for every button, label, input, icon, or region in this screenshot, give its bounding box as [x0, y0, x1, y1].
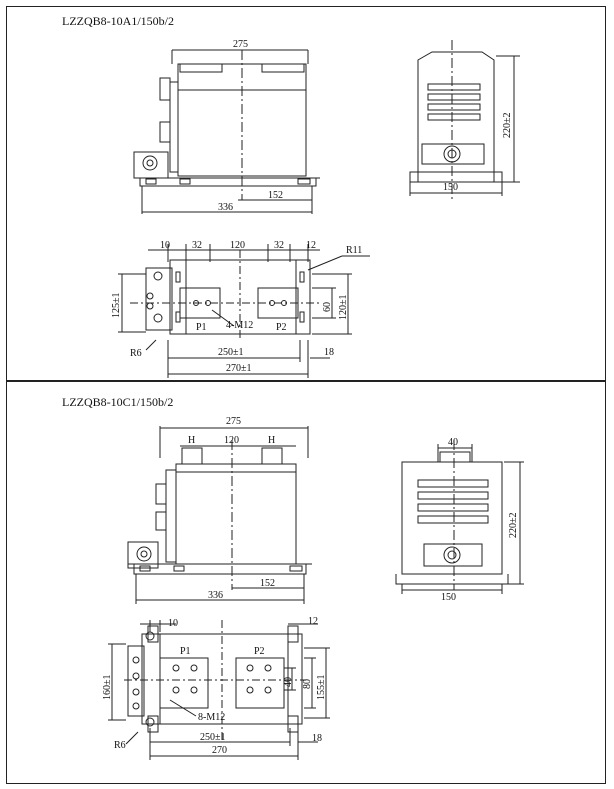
dim-c-side-width: 150 [441, 592, 456, 603]
dim-a-plan-12: 12 [306, 240, 316, 251]
terminal-c-p2: P2 [254, 646, 265, 657]
bolts-c: 8-M12 [198, 712, 225, 723]
dim-a-plan-32a: 32 [192, 240, 202, 251]
dim-a-side-width: 150 [443, 182, 458, 193]
dim-c-plan-r6: R6 [114, 740, 126, 751]
dim-c-plan-18: 18 [312, 733, 322, 744]
dim-c-plan-12: 12 [308, 616, 318, 627]
dim-c-side-height: 220±2 [508, 513, 519, 539]
dim-c-plan-160: 160±1 [102, 675, 113, 701]
dim-c-plan-250: 250±1 [200, 732, 226, 743]
dim-c-front-offset: 152 [260, 578, 275, 589]
dim-a-plan-18: 18 [324, 347, 334, 358]
front-view-a: 275 152 336 [133, 39, 320, 214]
side-view-c: 40 220±2 150 [395, 437, 524, 603]
dim-a-plan-125: 125±1 [111, 293, 122, 319]
dim-c-plan-40: 40 [283, 677, 294, 687]
dim-a-plan-120: 120 [230, 240, 245, 251]
dim-a-plan-r11: R11 [346, 245, 362, 256]
side-view-a: 220±2 150 [409, 40, 520, 200]
dim-a-side-height: 220±2 [502, 113, 513, 139]
dim-c-front-h2: H [268, 435, 275, 446]
dim-a-front-length: 336 [218, 202, 233, 213]
terminal-c-p1: P1 [180, 646, 191, 657]
dim-c-front-h1: H [188, 435, 195, 446]
dim-a-plan-60: 60 [322, 302, 333, 312]
plan-view-a: 10 32 120 32 12 R11 125±1 60 120±1 P1 P2… [111, 240, 370, 378]
model-title-a: LZZQB8-10A1/150b/2 [62, 14, 174, 28]
dim-a-plan-32b: 32 [274, 240, 284, 251]
dim-a-plan-250: 250±1 [218, 347, 244, 358]
dim-c-plan-155: 155±1 [316, 675, 327, 701]
plan-view-c: 10 12 P1 P2 160±1 40 80 155±1 8-M12 R6 2… [102, 616, 330, 760]
dim-a-plan-120v: 120±1 [338, 295, 349, 321]
bolts-a: 4-M12 [226, 320, 253, 331]
model-title-c: LZZQB8-10C1/150b/2 [62, 395, 173, 409]
dim-a-plan-10: 10 [160, 240, 170, 251]
dim-a-front-offset: 152 [268, 190, 283, 201]
terminal-a-p1: P1 [196, 322, 207, 333]
dim-c-plan-10: 10 [168, 618, 178, 629]
dim-a-plan-270: 270±1 [226, 363, 252, 374]
dim-c-front-width: 275 [226, 416, 241, 427]
dim-c-front-length: 336 [208, 590, 223, 601]
panel-a-border [6, 6, 606, 382]
dim-c-plan-80: 80 [302, 679, 313, 689]
terminal-a-p2: P2 [276, 322, 287, 333]
front-view-c: 275 H 120 H 152 336 [127, 416, 312, 604]
dim-c-plan-270: 270 [212, 745, 227, 756]
dim-c-side-40: 40 [448, 437, 458, 448]
dim-a-front-width: 275 [233, 39, 248, 50]
dim-a-plan-r6: R6 [130, 348, 142, 359]
panel-c-border [6, 380, 606, 784]
